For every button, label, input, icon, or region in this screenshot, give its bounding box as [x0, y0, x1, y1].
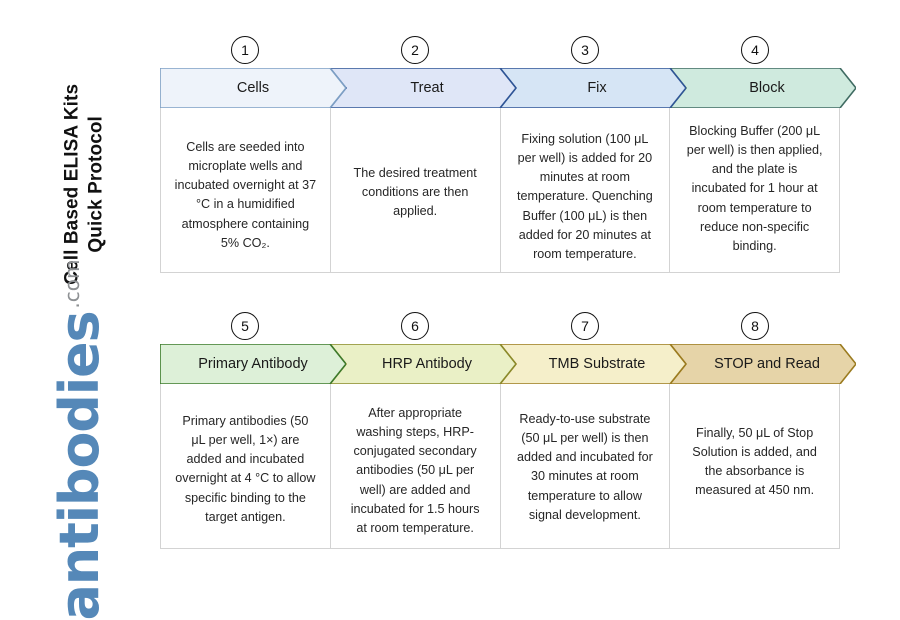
step-description-text-2: The desired treatment conditions are the…	[353, 166, 477, 219]
step-description-panel-1: Cells are seeded into microplate wells a…	[161, 108, 331, 272]
step-description-text-5: Primary antibodies (50 μL per well, 1×) …	[175, 414, 316, 524]
step-number-7: 7	[571, 312, 599, 340]
step-description-panel-6: After appropriate washing steps, HRP-con…	[331, 384, 501, 548]
step-label-5: Primary Antibody	[198, 356, 308, 372]
step-description-text-1: Cells are seeded into microplate wells a…	[174, 140, 317, 250]
step-description-panel-3: Fixing solution (100 μL per well) is add…	[501, 108, 671, 272]
chevron-bar-1: Cells Treat Fix Block	[160, 68, 856, 108]
left-rail: Cell Based ELISA Kits Quick Protocol ant…	[0, 0, 155, 620]
step-number-3: 3	[571, 36, 599, 64]
step-description-text-7: Ready-to-use substrate (50 μL per well) …	[516, 412, 653, 522]
brand-logo-suffix: .com	[60, 259, 84, 309]
step-description-text-8: Finally, 50 μL of Stop Solution is added…	[692, 426, 817, 498]
description-panels-1: Cells are seeded into microplate wells a…	[160, 108, 840, 273]
step-chevron-2[interactable]: Treat	[330, 68, 516, 108]
step-label-2: Treat	[410, 80, 444, 96]
step-description-panel-4: Blocking Buffer (200 μL per well) is the…	[670, 108, 839, 272]
brand-logo-wordmark: antibodies	[47, 311, 111, 620]
step-chevron-3[interactable]: Fix	[500, 68, 686, 108]
brand-logo: antibodies .com	[35, 260, 111, 620]
step-chevron-8[interactable]: STOP and Read	[670, 344, 856, 384]
step-number-track-1: 1 2 3 4	[160, 36, 840, 68]
step-label-7: TMB Substrate	[548, 356, 646, 372]
step-chevron-1[interactable]: Cells	[160, 68, 346, 108]
step-chevron-7[interactable]: TMB Substrate	[500, 344, 686, 384]
step-label-6: HRP Antibody	[381, 356, 472, 372]
protocol-row-1: 1 2 3 4 Cells Treat Fix Block Cells are seeded…	[160, 36, 856, 273]
step-chevron-6[interactable]: HRP Antibody	[330, 344, 516, 384]
step-label-1: Cells	[236, 80, 270, 96]
step-number-4: 4	[741, 36, 769, 64]
step-chevron-4[interactable]: Block	[670, 68, 856, 108]
step-number-8: 8	[741, 312, 769, 340]
chevron-bar-2: Primary Antibody HRP Antibody TMB Substrat…	[160, 344, 856, 384]
description-panels-2: Primary antibodies (50 μL per well, 1×) …	[160, 384, 840, 549]
step-description-panel-7: Ready-to-use substrate (50 μL per well) …	[501, 384, 671, 548]
step-description-panel-2: The desired treatment conditions are the…	[331, 108, 501, 272]
protocol-row-2: 5 6 7 8 Primary Antibody HRP Antibody TMB Sub…	[160, 312, 856, 549]
step-description-text-4: Blocking Buffer (200 μL per well) is the…	[686, 124, 823, 253]
step-label-4: Block	[749, 80, 785, 96]
step-number-5: 5	[231, 312, 259, 340]
step-number-2: 2	[401, 36, 429, 64]
step-description-panel-8: Finally, 50 μL of Stop Solution is added…	[670, 384, 839, 548]
step-label-8: STOP and Read	[714, 356, 820, 372]
step-description-text-3: Fixing solution (100 μL per well) is add…	[516, 132, 653, 261]
step-number-6: 6	[401, 312, 429, 340]
step-description-panel-5: Primary antibodies (50 μL per well, 1×) …	[161, 384, 331, 548]
step-number-track-2: 5 6 7 8	[160, 312, 840, 344]
step-number-1: 1	[231, 36, 259, 64]
step-label-3: Fix	[587, 80, 607, 96]
step-chevron-5[interactable]: Primary Antibody	[160, 344, 346, 384]
step-description-text-6: After appropriate washing steps, HRP-con…	[350, 406, 480, 535]
